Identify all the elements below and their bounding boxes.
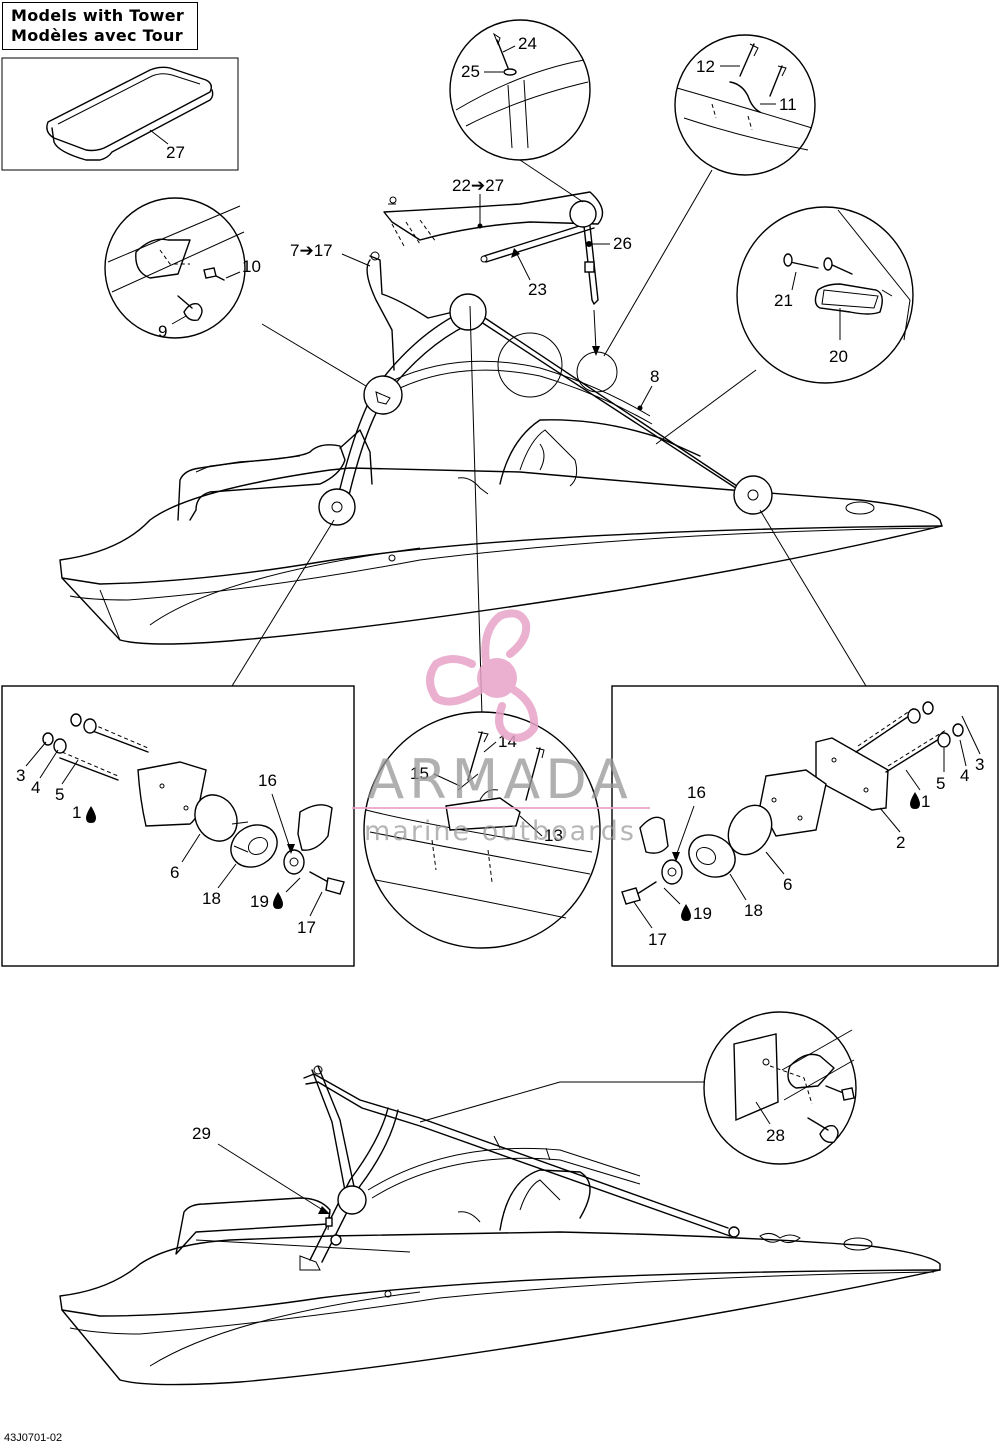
boat-lower <box>59 1065 941 1386</box>
callout-28: 28 <box>766 1126 785 1145</box>
detail-circle-24-25 <box>449 19 591 203</box>
adhesive-drop-icon <box>681 904 691 921</box>
callout-23: 23 <box>528 280 547 299</box>
title-french: Modèles avec Tour <box>11 26 183 45</box>
propeller-logo-icon <box>426 609 539 742</box>
bimini-top <box>383 191 604 356</box>
callout-left-4: 4 <box>31 778 40 797</box>
callout-right-3: 3 <box>975 755 984 774</box>
callout-left-17: 17 <box>297 918 316 937</box>
watermark-brand: ARMADA <box>367 748 633 811</box>
title-english: Models with Tower <box>11 6 185 25</box>
callout-7-17: 7➔17 <box>290 241 333 260</box>
detail-circle-20-21 <box>655 206 914 445</box>
callout-27-top: 27 <box>166 143 185 162</box>
drawing-number: 43J0701-02 <box>4 1432 63 1444</box>
callout-right-4: 4 <box>960 766 969 785</box>
boat-upper <box>59 251 943 645</box>
detail-circle-11-12 <box>603 34 816 357</box>
callout-left-6: 6 <box>170 863 179 882</box>
callout-22-27: 22➔27 <box>452 176 504 195</box>
callout-right-17: 17 <box>648 930 667 949</box>
callout-left-19: 19 <box>250 892 269 911</box>
callout-29: 29 <box>192 1124 211 1143</box>
adhesive-drop-icon <box>273 892 283 909</box>
callout-11: 11 <box>779 95 797 114</box>
detail-circle-13-15 <box>363 711 601 949</box>
callout-10: 10 <box>242 257 261 276</box>
callout-right-16: 16 <box>687 783 706 802</box>
cushion-inset <box>1 57 239 171</box>
callout-15: 15 <box>410 764 429 783</box>
callout-right-18: 18 <box>744 901 763 920</box>
right-mount-detail <box>611 685 999 967</box>
callout-9: 9 <box>158 322 167 341</box>
adhesive-drop-icon <box>86 806 96 823</box>
callout-left-3: 3 <box>16 766 25 785</box>
detail-circle-9-10 <box>104 197 367 387</box>
callout-24: 24 <box>518 34 537 53</box>
adhesive-drop-icon <box>910 792 920 809</box>
callout-13: 13 <box>544 826 563 845</box>
callout-left-5: 5 <box>55 785 64 804</box>
callout-left-16: 16 <box>258 771 277 790</box>
callout-20: 20 <box>829 347 848 366</box>
callout-25: 25 <box>461 62 480 81</box>
left-mount-detail <box>1 685 355 967</box>
callout-12: 12 <box>696 57 715 76</box>
watermark-tagline: marine outboards <box>363 816 636 847</box>
callout-right-1: 1 <box>921 792 930 811</box>
callout-right-5: 5 <box>936 774 945 793</box>
callout-right-6: 6 <box>783 875 792 894</box>
callout-8: 8 <box>650 367 659 386</box>
callout-26: 26 <box>613 234 632 253</box>
title-box: Models with Tower Modèles avec Tour <box>2 2 198 50</box>
callout-left-18: 18 <box>202 889 221 908</box>
callout-21: 21 <box>774 291 793 310</box>
callout-right-19: 19 <box>693 904 712 923</box>
callout-right-2: 2 <box>896 833 905 852</box>
callout-left-1: 1 <box>72 803 81 822</box>
detail-circle-28 <box>703 1011 857 1165</box>
